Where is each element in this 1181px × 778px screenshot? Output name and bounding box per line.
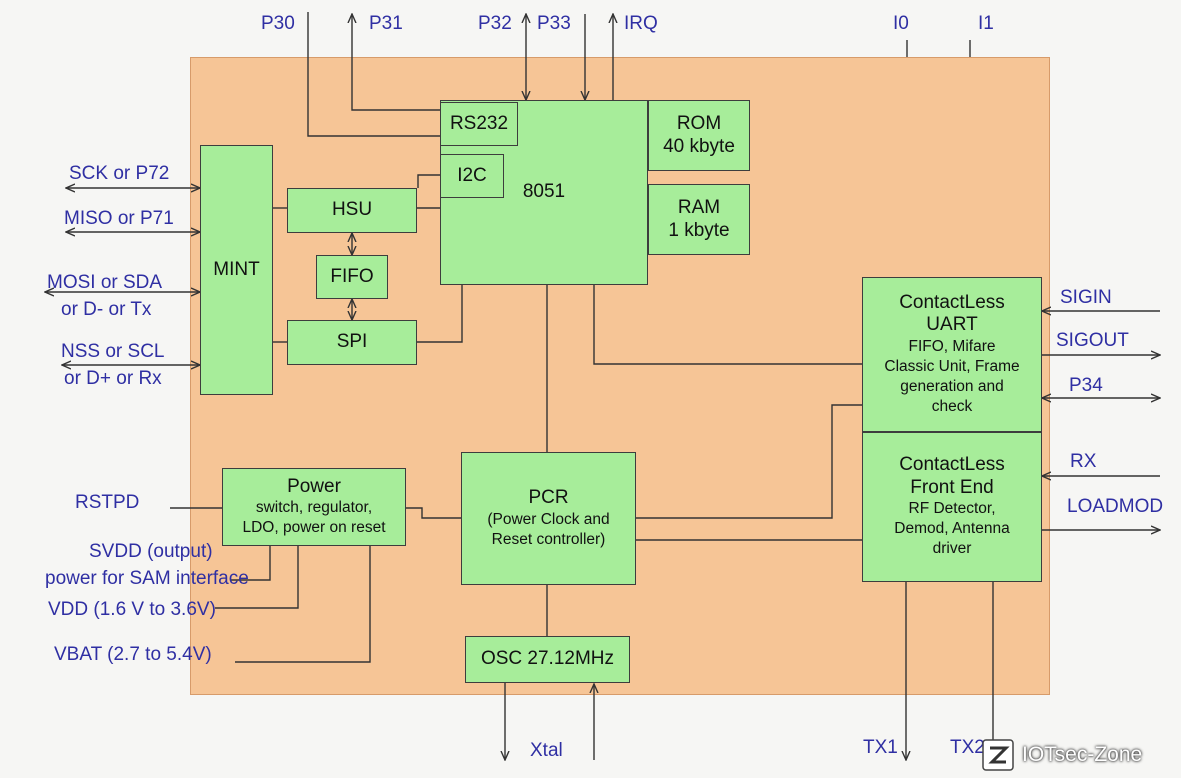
cl-uart-desc3: generation and (900, 377, 1004, 395)
pcr-desc1: (Power Clock and (487, 510, 610, 528)
wire-vdd (215, 546, 299, 609)
power-desc2: LDO, power on reset (242, 519, 386, 537)
pin-irq: IRQ (624, 13, 658, 34)
fifo-label: FIFO (330, 265, 374, 287)
pcr-block: PCR (Power Clock and Reset controller) (461, 452, 636, 585)
cl-fe-title2: Front End (910, 476, 994, 498)
pin-i0: I0 (893, 13, 909, 34)
rs232-block: RS232 (440, 102, 518, 146)
ram-block: RAM 1 kbyte (648, 184, 750, 255)
mint-block: MINT (200, 145, 273, 395)
pin-svdd-line2: power for SAM interface (45, 568, 249, 589)
hsu-label: HSU (331, 199, 373, 221)
pin-nss-line2: or D+ or Rx (64, 368, 162, 389)
rom-block: ROM 40 kbyte (648, 100, 750, 171)
i2c-block: I2C (440, 154, 504, 198)
pin-rx: RX (1070, 451, 1097, 472)
wire-pcr-cl (636, 404, 862, 519)
i2c-label: I2C (457, 164, 487, 186)
spi-block: SPI (287, 320, 417, 365)
power-title: Power (287, 475, 341, 497)
pin-tx1: TX1 (863, 737, 898, 758)
rs232-label: RS232 (449, 112, 509, 134)
contactless-uart-block: ContactLess UART FIFO, Mifare Classic Un… (862, 277, 1042, 432)
pin-loadmod: LOADMOD (1067, 496, 1164, 517)
cl-uart-desc4: check (931, 398, 973, 416)
pin-mosi-line2: or D- or Tx (61, 299, 152, 320)
wire-i2c (417, 174, 440, 188)
pin-xtal: Xtal (530, 740, 563, 761)
pin-svdd-line1: SVDD (output) (89, 541, 213, 562)
pin-rstpd: RSTPD (75, 492, 140, 513)
pin-vbat: VBAT (2.7 to 5.4V) (54, 644, 212, 665)
pin-miso: MISO or P71 (64, 208, 174, 229)
spi-label: SPI (336, 331, 368, 353)
cpu-label: 8051 (522, 181, 566, 203)
cl-uart-title2: UART (926, 314, 978, 336)
ram-size: 1 kbyte (668, 219, 730, 241)
pin-p30: P30 (261, 13, 295, 34)
zone-logo-icon (982, 739, 1014, 771)
pin-p33: P33 (537, 13, 571, 34)
fifo-block: FIFO (316, 255, 388, 299)
watermark: IOTsec-Zone (982, 738, 1142, 772)
pin-mosi-line1: MOSI or SDA (47, 272, 163, 293)
cl-fe-desc1: RF Detector, (908, 500, 996, 518)
pin-sigin: SIGIN (1060, 287, 1112, 308)
pin-sck: SCK or P72 (69, 163, 170, 184)
rom-size: 40 kbyte (663, 135, 735, 157)
mint-label: MINT (213, 258, 260, 280)
pin-sigout: SIGOUT (1056, 330, 1129, 351)
wire-p31 (352, 14, 440, 111)
power-block: Power switch, regulator, LDO, power on r… (222, 468, 406, 546)
wire-8051-cluart (593, 285, 862, 365)
cl-fe-desc3: driver (932, 540, 972, 558)
hsu-block: HSU (287, 188, 417, 233)
pin-tx2: TX2 (950, 737, 985, 758)
watermark-text: IOTsec-Zone (1022, 743, 1143, 766)
cl-uart-title1: ContactLess (899, 291, 1005, 313)
pin-p32: P32 (478, 13, 512, 34)
wire-power-pcr (406, 507, 461, 519)
cl-uart-desc2: Classic Unit, Frame (884, 357, 1020, 375)
ram-label: RAM (677, 197, 721, 219)
osc-block: OSC 27.12MHz (465, 636, 630, 683)
cl-fe-title1: ContactLess (899, 454, 1005, 476)
cl-fe-desc2: Demod, Antenna (894, 520, 1010, 538)
pcr-title: PCR (528, 487, 569, 509)
pin-i1: I1 (978, 13, 994, 34)
osc-label: OSC 27.12MHz (480, 648, 615, 670)
pin-p31: P31 (369, 13, 403, 34)
contactless-frontend-block: ContactLess Front End RF Detector, Demod… (862, 432, 1042, 582)
wire-svdd (230, 546, 271, 581)
rom-label: ROM (676, 113, 722, 135)
wire-p30 (307, 12, 440, 137)
pin-vdd: VDD (1.6 V to 3.6V) (48, 599, 216, 620)
wire-vbat (235, 546, 371, 663)
pin-nss-line1: NSS or SCL (61, 341, 165, 362)
pcr-desc2: Reset controller) (491, 530, 606, 548)
power-desc1: switch, regulator, (255, 499, 373, 517)
cl-uart-desc1: FIFO, Mifare (908, 337, 996, 355)
pin-p34: P34 (1069, 375, 1103, 396)
wire-spi-8051 (417, 285, 463, 343)
